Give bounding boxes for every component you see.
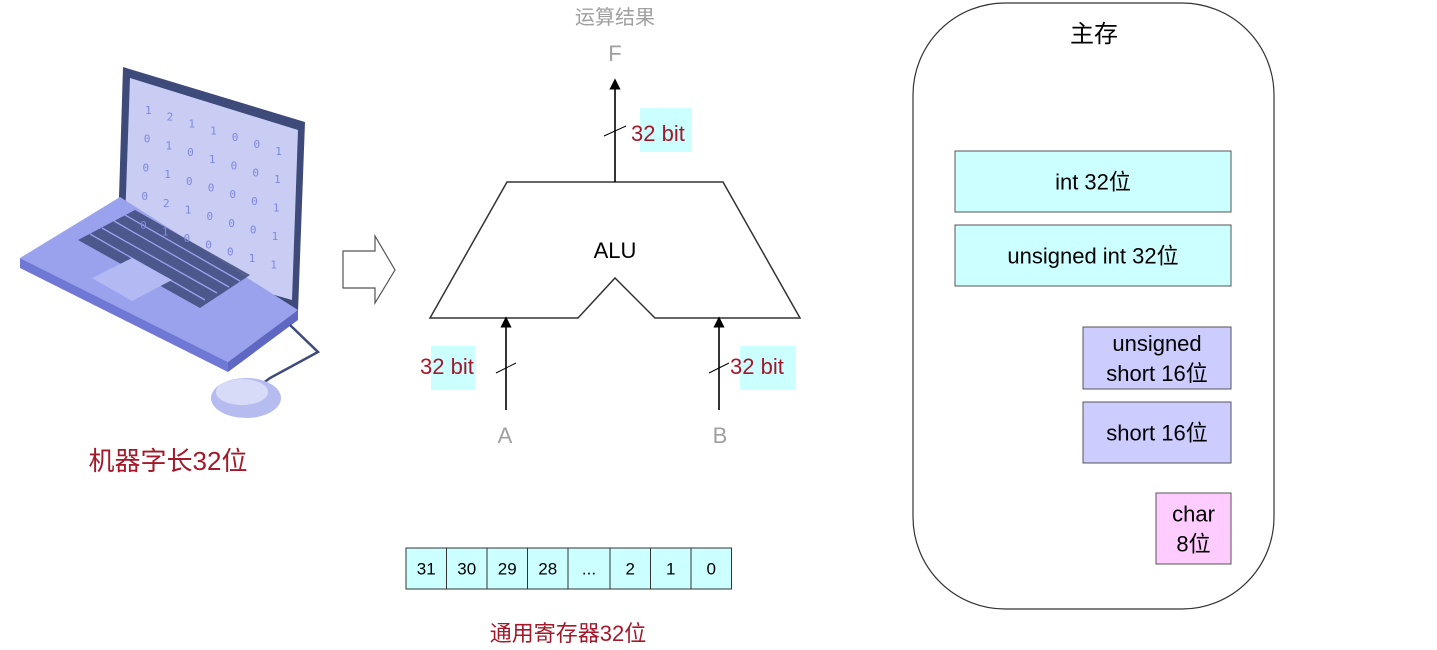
register-bit-label: 0 — [707, 560, 716, 579]
memory-type-label: unsigned int 32位 — [1007, 244, 1178, 269]
memory-type-box — [1155, 492, 1232, 565]
memory-type-label: 8位 — [1176, 532, 1210, 557]
screen-digit: 0 — [140, 219, 147, 232]
memory-type-label: int 32位 — [1055, 170, 1131, 195]
screen-digit: 1 — [209, 153, 216, 166]
register-bits: 31 30 29 28... 2 1 0 — [405, 547, 732, 590]
output-width-tick — [603, 125, 627, 137]
screen-digit: 0 — [187, 146, 194, 159]
screen-digit: 0 — [252, 166, 259, 179]
laptop-screen-digits: 1 2 1 1 0 0 1 0 1 0 1 0 0 1 0 1 0 0 0 0 1 0 2 1 0 0 0 1 0 1 0 0 0 1 1 — [140, 104, 282, 272]
memory-type-list: int 32位 unsigned int 32位 unsigned short 16位… — [954, 150, 1232, 565]
screen-digit: 0 — [232, 131, 239, 144]
screen-digit: 1 — [188, 117, 195, 130]
screen-digit: 0 — [228, 217, 235, 230]
input-b-width-tick — [708, 362, 730, 374]
register-bit-label: ... — [582, 560, 596, 579]
main-memory-title: 主存 — [1070, 21, 1118, 48]
register-bit-cell — [527, 547, 569, 590]
screen-digit: 0 — [208, 182, 215, 195]
output-width-label: 32 bit — [631, 121, 685, 146]
output-width-box — [640, 108, 692, 152]
screen-digit: 0 — [184, 232, 191, 245]
laptop-icon — [20, 67, 321, 418]
register-bit-label: 31 — [417, 560, 436, 579]
screen-digit: 1 — [274, 173, 281, 186]
transform-arrow-icon — [342, 233, 396, 306]
screen-digit: 0 — [254, 138, 261, 151]
input-label-b: B — [713, 423, 728, 448]
screen-digit: 1 — [273, 202, 280, 215]
screen-digit: 0 — [206, 210, 213, 223]
screen-digit: 0 — [144, 133, 151, 146]
register-caption: 通用寄存器32位 — [490, 621, 646, 646]
screen-digit: 1 — [162, 226, 169, 239]
input-a-width-box — [431, 346, 475, 390]
memory-type-label: unsigned — [1112, 331, 1201, 356]
screen-digit: 1 — [272, 230, 279, 243]
alu-label: ALU — [594, 238, 637, 263]
screen-digit: 1 — [270, 259, 277, 272]
register-bit-cell — [650, 547, 692, 590]
memory-type-box — [1082, 401, 1232, 464]
register-bit-label: 1 — [666, 560, 675, 579]
screen-digit: 1 — [210, 124, 217, 137]
output-label-f: F — [608, 41, 621, 66]
register-bit-cell — [690, 547, 732, 590]
screen-digit: 0 — [229, 188, 236, 201]
memory-type-label: short 16位 — [1106, 361, 1208, 386]
register-bit-cell — [446, 547, 488, 590]
output-caption: 运算结果 — [575, 6, 655, 29]
screen-digit: 1 — [165, 139, 172, 152]
register-bit-label: 30 — [457, 560, 476, 579]
alu-shape — [428, 181, 802, 319]
screen-digit: 1 — [275, 145, 282, 158]
screen-digit: 1 — [145, 104, 152, 117]
screen-digit: 1 — [249, 252, 256, 265]
register-bit-label: 28 — [538, 560, 557, 579]
screen-digit: 0 — [141, 190, 148, 203]
input-a-width-tick — [495, 362, 517, 374]
memory-type-box — [954, 224, 1232, 287]
screen-digit: 0 — [231, 160, 238, 173]
screen-digit: 0 — [251, 195, 258, 208]
screen-digit: 2 — [163, 197, 170, 210]
screen-digit: 2 — [167, 111, 174, 124]
computer-caption: 机器字长32位 — [89, 446, 248, 476]
screen-digit: 0 — [250, 223, 257, 236]
memory-type-label: char — [1172, 502, 1215, 527]
screen-digit: 1 — [164, 168, 171, 181]
register-bit-cell — [567, 547, 611, 590]
memory-type-box — [954, 150, 1232, 213]
screen-digit: 1 — [185, 203, 192, 216]
input-b-width-box — [740, 346, 796, 390]
register-bit-label: 29 — [498, 560, 517, 579]
input-b-width-label: 32 bit — [730, 354, 784, 379]
screen-digit: 0 — [186, 175, 193, 188]
screen-digit: 0 — [227, 245, 234, 258]
screen-digit: 0 — [205, 239, 212, 252]
memory-type-label: short 16位 — [1106, 421, 1208, 446]
input-a-width-label: 32 bit — [420, 354, 474, 379]
input-label-a: A — [498, 423, 513, 448]
register-bit-label: 2 — [626, 560, 635, 579]
memory-type-box — [1082, 326, 1232, 390]
screen-digit: 0 — [143, 161, 150, 174]
